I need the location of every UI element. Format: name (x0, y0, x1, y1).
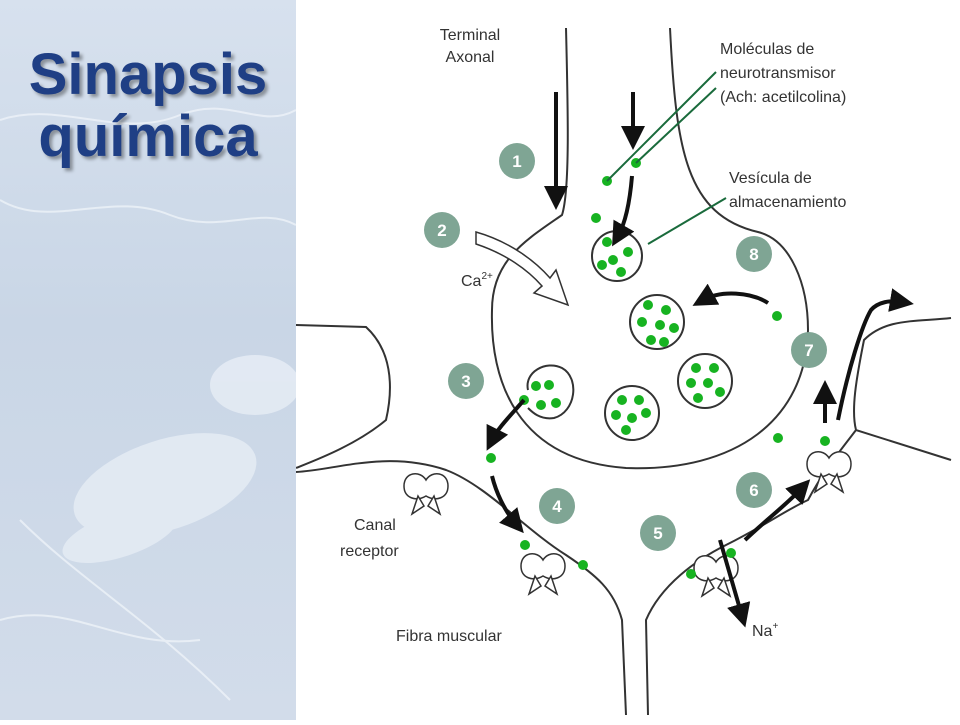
receptor-channel-bottom (520, 553, 566, 595)
title-panel: Sinapsis química (0, 0, 296, 720)
label-vesicle-line1: Vesícula de (729, 170, 812, 187)
step-badge-8 (736, 236, 772, 272)
receptor-channel-right (806, 451, 852, 493)
label-terminal-line1: Terminal (440, 27, 500, 44)
axon-terminal-membrane (490, 27, 810, 470)
leader-lines (606, 71, 727, 245)
label-molecules-line3: (Ach: acetilcolina) (720, 89, 846, 106)
label-vesicle-line2: almacenamiento (729, 194, 847, 211)
process-arrows (486, 92, 914, 628)
title-line-1: Sinapsis (28, 42, 268, 107)
step-badge-2 (424, 212, 460, 248)
diagram-labels: Terminal Axonal Moléculas de neurotransm… (340, 27, 847, 645)
slide-title: Sinapsis química (0, 44, 296, 168)
label-canal-line1: Canal (354, 517, 396, 534)
calcium-influx-arrow (475, 231, 570, 307)
label-calcium: Ca2+ (461, 271, 493, 290)
step-number-8: 8 (749, 245, 758, 264)
step-number-1: 1 (512, 152, 521, 171)
step-number-3: 3 (461, 372, 470, 391)
title-line-2: química (38, 104, 258, 169)
label-molecules-line1: Moléculas de (720, 41, 814, 58)
step-badge-4 (539, 488, 575, 524)
fusing-vesicle (526, 364, 575, 420)
label-sodium: Na+ (752, 621, 778, 640)
muscle-membrane (295, 317, 952, 716)
step-number-6: 6 (749, 481, 758, 500)
step-badges: 1 2 3 4 5 6 7 8 (424, 143, 827, 551)
step-number-7: 7 (804, 341, 813, 360)
synapse-illustration: 1 2 3 4 5 6 7 8 Terminal Axonal Molécula… (295, 27, 952, 716)
step-badge-3 (448, 363, 484, 399)
label-canal-line2: receptor (340, 543, 399, 560)
step-number-2: 2 (437, 221, 446, 240)
step-badge-7 (791, 332, 827, 368)
label-terminal-line2: Axonal (446, 49, 495, 66)
step-number-4: 4 (552, 497, 562, 516)
background-texture (0, 107, 296, 701)
step-number-5: 5 (653, 524, 662, 543)
step-badge-6 (736, 472, 772, 508)
step-badge-1 (499, 143, 535, 179)
neurotransmitter-molecules (486, 158, 830, 579)
label-muscle-fiber: Fibra muscular (396, 628, 502, 645)
step-badge-5 (640, 515, 676, 551)
label-molecules-line2: neurotransmisor (720, 65, 836, 82)
receptor-channel-left (403, 473, 449, 515)
synapse-diagram: 1 2 3 4 5 6 7 8 Terminal Axonal Molécula… (295, 0, 960, 720)
